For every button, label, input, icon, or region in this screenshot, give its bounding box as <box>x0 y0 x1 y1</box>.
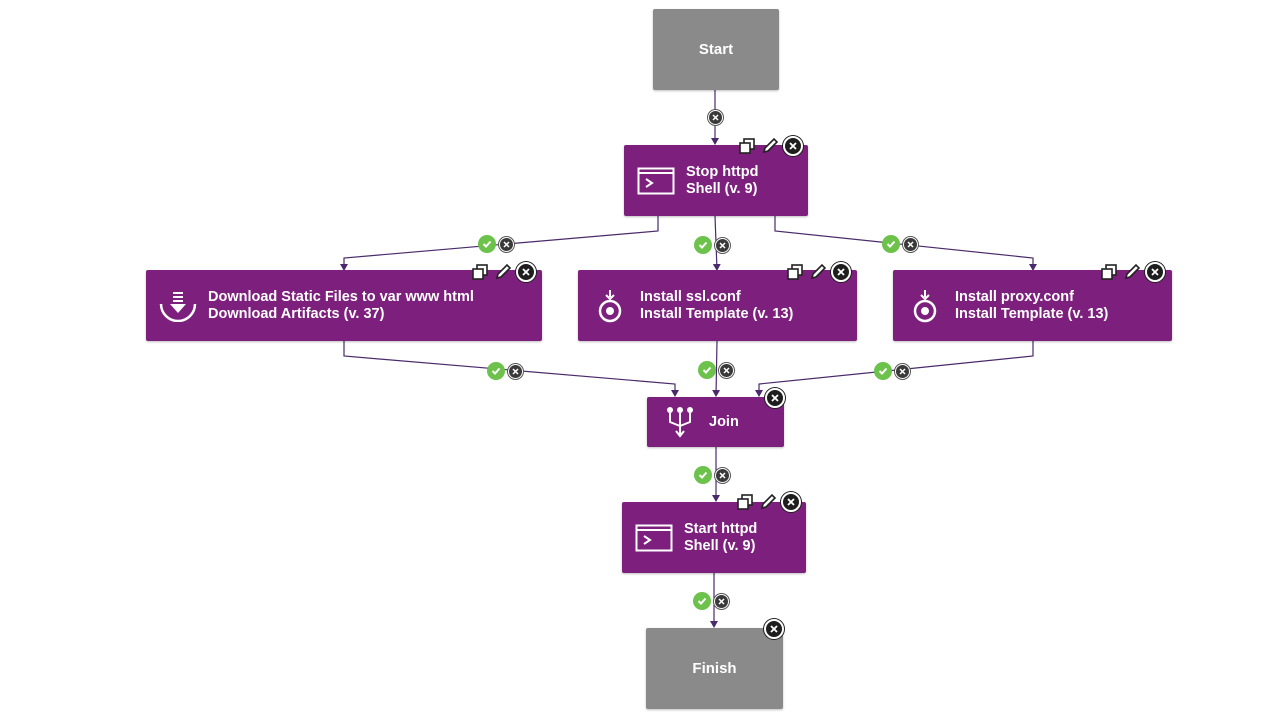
remove-icon[interactable] <box>781 492 801 512</box>
step-title: Install ssl.conf <box>640 288 741 305</box>
stop-httpd-step[interactable]: Stop httpd Shell (v. 9) <box>624 145 808 216</box>
join-label: Join <box>709 413 739 430</box>
download-static-tools <box>470 262 536 282</box>
edge-ssl-to-join <box>712 340 721 397</box>
copy-icon[interactable] <box>785 262 805 282</box>
edge-badge-start-httpd-finish <box>693 592 729 610</box>
start-httpd-tools <box>735 492 801 512</box>
remove-icon[interactable] <box>1145 262 1165 282</box>
remove-connection-icon[interactable] <box>499 236 514 252</box>
step-subtitle: Install Template (v. 13) <box>640 305 794 322</box>
step-subtitle: Shell (v. 9) <box>686 180 758 197</box>
step-subtitle: Install Template (v. 13) <box>955 305 1109 322</box>
edit-icon[interactable] <box>758 492 778 512</box>
edit-icon[interactable] <box>1122 262 1142 282</box>
remove-connection-icon[interactable] <box>715 467 730 483</box>
edit-icon[interactable] <box>493 262 513 282</box>
remove-icon[interactable] <box>764 619 784 639</box>
edge-badge-join-start-httpd <box>694 466 730 484</box>
download-icon <box>158 290 198 322</box>
remove-icon[interactable] <box>516 262 536 282</box>
remove-connection-icon[interactable] <box>719 362 734 378</box>
download-static-files-step[interactable]: Download Static Files to var www html Do… <box>146 270 542 341</box>
terminal-icon <box>636 165 676 197</box>
step-subtitle: Download Artifacts (v. 37) <box>208 305 385 322</box>
join-step[interactable]: Join <box>647 397 784 447</box>
success-check-icon[interactable] <box>874 362 892 380</box>
success-check-icon[interactable] <box>487 362 505 380</box>
remove-connection-icon[interactable] <box>715 237 730 253</box>
remove-icon[interactable] <box>831 262 851 282</box>
join-tools <box>765 388 785 408</box>
remove-icon[interactable] <box>783 136 803 156</box>
remove-connection-icon[interactable] <box>903 236 918 252</box>
edit-icon[interactable] <box>760 136 780 156</box>
copy-icon[interactable] <box>1099 262 1119 282</box>
copy-icon[interactable] <box>470 262 490 282</box>
install-proxy-conf-step[interactable]: Install proxy.conf Install Template (v. … <box>893 270 1172 341</box>
install-template-icon <box>905 289 945 322</box>
edge-badge-proxy-join <box>874 362 910 380</box>
start-httpd-step[interactable]: Start httpd Shell (v. 9) <box>622 502 806 573</box>
install-proxy-tools <box>1099 262 1165 282</box>
remove-icon[interactable] <box>765 388 785 408</box>
success-check-icon[interactable] <box>698 361 716 379</box>
success-check-icon[interactable] <box>478 235 496 253</box>
edge-badge-start <box>708 110 723 125</box>
success-check-icon[interactable] <box>693 592 711 610</box>
join-icon <box>663 406 697 438</box>
step-title: Start httpd <box>684 520 758 537</box>
finish-tools <box>764 619 784 639</box>
edge-badge-ssl-join <box>698 361 734 379</box>
install-ssl-conf-step[interactable]: Install ssl.conf Install Template (v. 13… <box>578 270 857 341</box>
edge-badge-stop-download <box>478 235 514 253</box>
copy-icon[interactable] <box>737 136 757 156</box>
finish-label: Finish <box>692 660 737 677</box>
copy-icon[interactable] <box>735 492 755 512</box>
success-check-icon[interactable] <box>694 236 712 254</box>
stop-httpd-tools <box>737 136 803 156</box>
success-check-icon[interactable] <box>882 235 900 253</box>
remove-connection-icon[interactable] <box>714 593 729 609</box>
start-node[interactable]: Start <box>653 9 779 90</box>
finish-node[interactable]: Finish <box>646 628 783 709</box>
remove-connection-icon[interactable] <box>508 363 523 379</box>
step-title: Install proxy.conf <box>955 288 1074 305</box>
step-title: Download Static Files to var www html <box>208 288 474 305</box>
edit-icon[interactable] <box>808 262 828 282</box>
step-subtitle: Shell (v. 9) <box>684 537 756 554</box>
step-title: Stop httpd <box>686 163 759 180</box>
install-ssl-tools <box>785 262 851 282</box>
edge-badge-stop-ssl <box>694 236 730 254</box>
remove-connection-icon[interactable] <box>708 110 723 125</box>
edge-badge-stop-proxy <box>882 235 918 253</box>
install-template-icon <box>590 289 630 322</box>
success-check-icon[interactable] <box>694 466 712 484</box>
terminal-icon <box>634 522 674 554</box>
remove-connection-icon[interactable] <box>895 363 910 379</box>
edge-badge-download-join <box>487 362 523 380</box>
start-label: Start <box>698 41 734 58</box>
